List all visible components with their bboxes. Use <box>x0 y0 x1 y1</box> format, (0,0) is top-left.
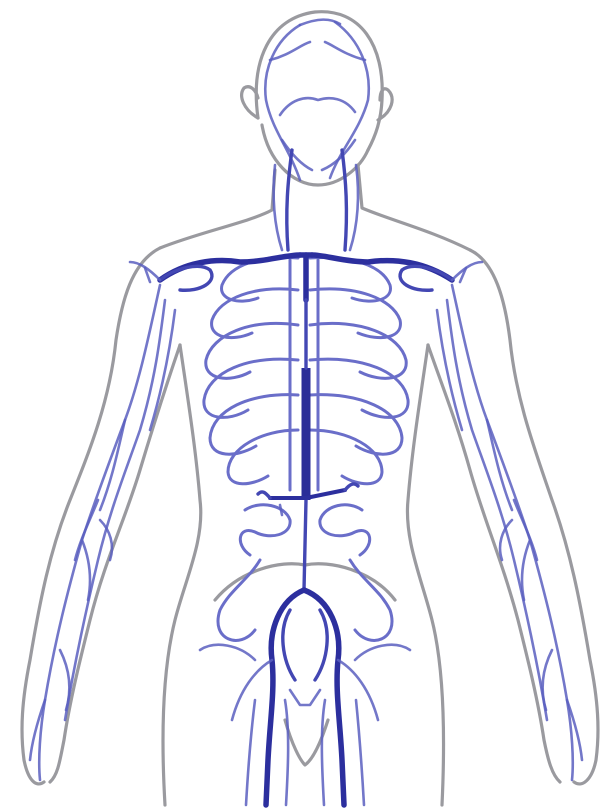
pelvic-leg-veins <box>200 590 410 805</box>
head-veins <box>265 20 368 250</box>
right-arm-veins <box>437 285 582 780</box>
left-arm-veins <box>30 285 175 780</box>
neck-right-outline <box>358 165 470 250</box>
vena-cava <box>258 300 358 590</box>
right-torso-outline <box>407 345 443 805</box>
neck-left-outline <box>160 170 275 248</box>
left-torso-outline <box>163 345 201 805</box>
right-arm-outer-outline <box>470 250 598 784</box>
right-arm-inner-outline <box>428 345 560 782</box>
left-arm-inner-outline <box>50 345 180 782</box>
upper-trunk-veins <box>130 255 482 300</box>
